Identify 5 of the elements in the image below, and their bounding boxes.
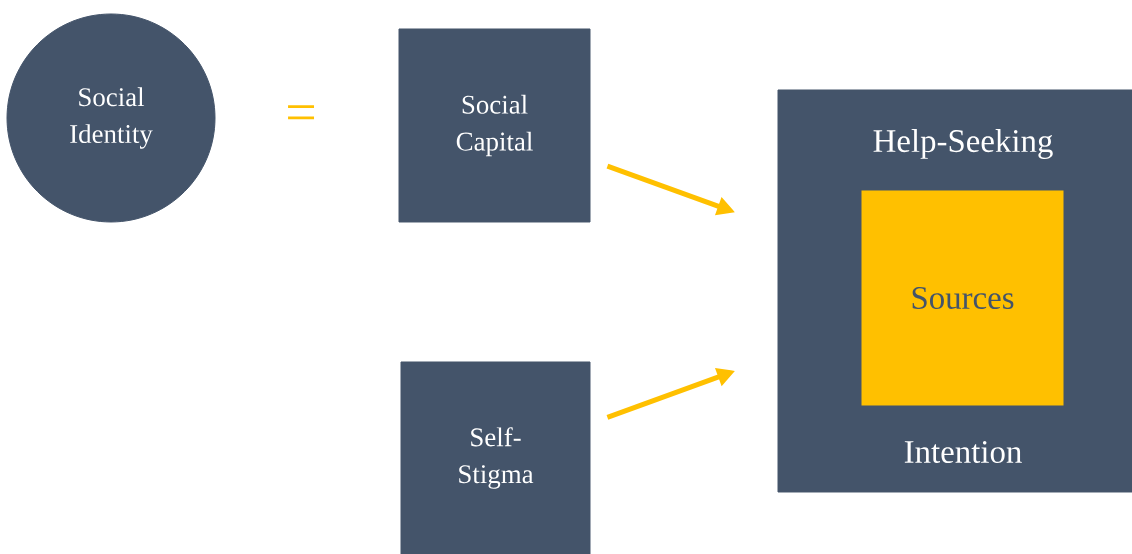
equals-sign: =: [288, 105, 315, 120]
process-box: Sources: [860, 189, 1065, 407]
circle-node: Social Identity: [6, 13, 216, 223]
process-box: Self-Stigma: [400, 361, 591, 554]
process-box: Social Capital: [398, 28, 591, 223]
